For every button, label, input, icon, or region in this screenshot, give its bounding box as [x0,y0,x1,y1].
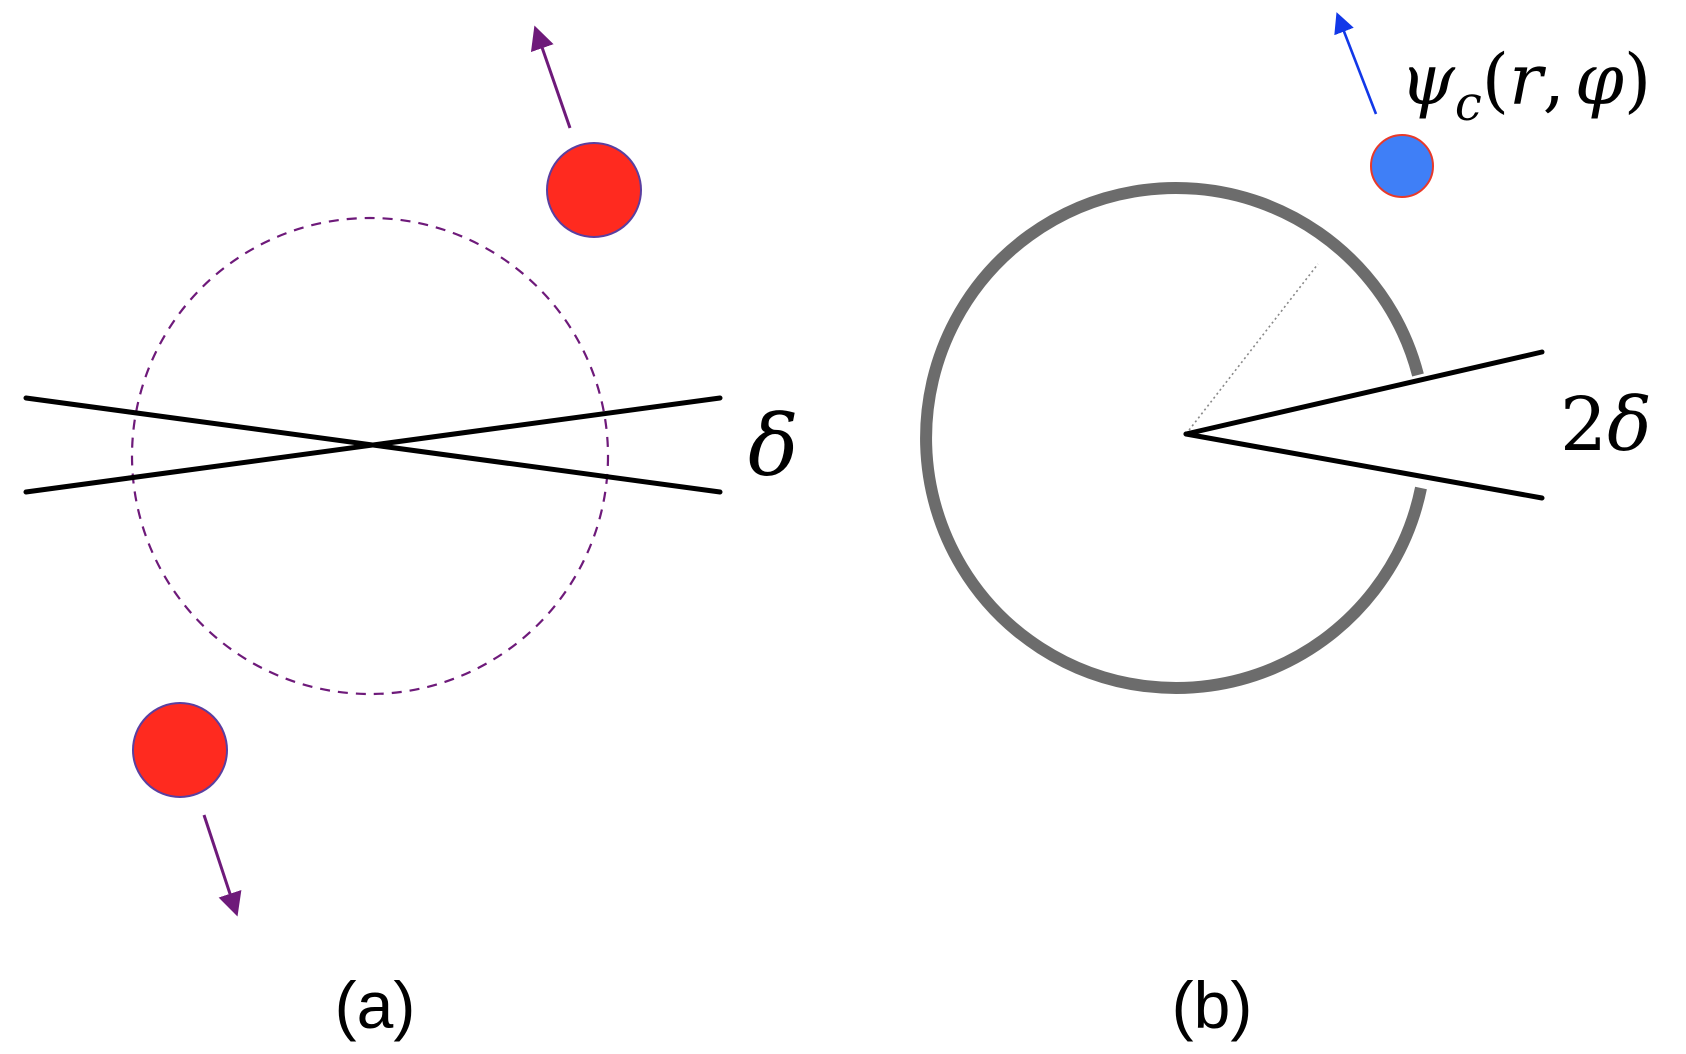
angle-label-delta: δ [748,397,799,495]
particle-top [546,142,642,238]
arrow-top [530,25,572,129]
gray-ring [920,181,1427,694]
particle-bottom [132,702,228,798]
wavefunction-label: ψc(r,φ) [1400,39,1651,132]
angle-label-2delta-number: 2 [1560,382,1607,468]
wavefunction-comma: , [1543,39,1565,121]
dotted-radius [1185,263,1319,435]
wedge-line-upper [1183,349,1545,437]
crossing-line-2 [23,395,723,495]
panel-a: δ (a) [23,25,799,1042]
wavefunction-psi: ψ [1400,39,1456,121]
particle-blue [1370,134,1434,198]
angle-label-2delta-symbol: δ [1607,382,1652,468]
wavefunction-subscript: c [1455,76,1482,132]
wavefunction-arg-phi: φ [1575,39,1624,121]
panel-a-caption: (a) [335,968,416,1042]
arrow-bottom [202,814,242,917]
dashed-interaction-circle [130,216,610,696]
arrow-blue [1334,12,1378,115]
wedge-line-lower [1183,431,1545,501]
angle-label-2delta: 2δ [1560,382,1652,468]
wavefunction-open-paren: ( [1482,39,1509,121]
panel-b: 2δ ψc(r,φ) (b) [920,12,1652,1042]
wavefunction-arg-r: r [1509,39,1546,121]
panel-b-caption: (b) [1172,968,1253,1042]
wavefunction-close-paren: ) [1624,39,1651,121]
